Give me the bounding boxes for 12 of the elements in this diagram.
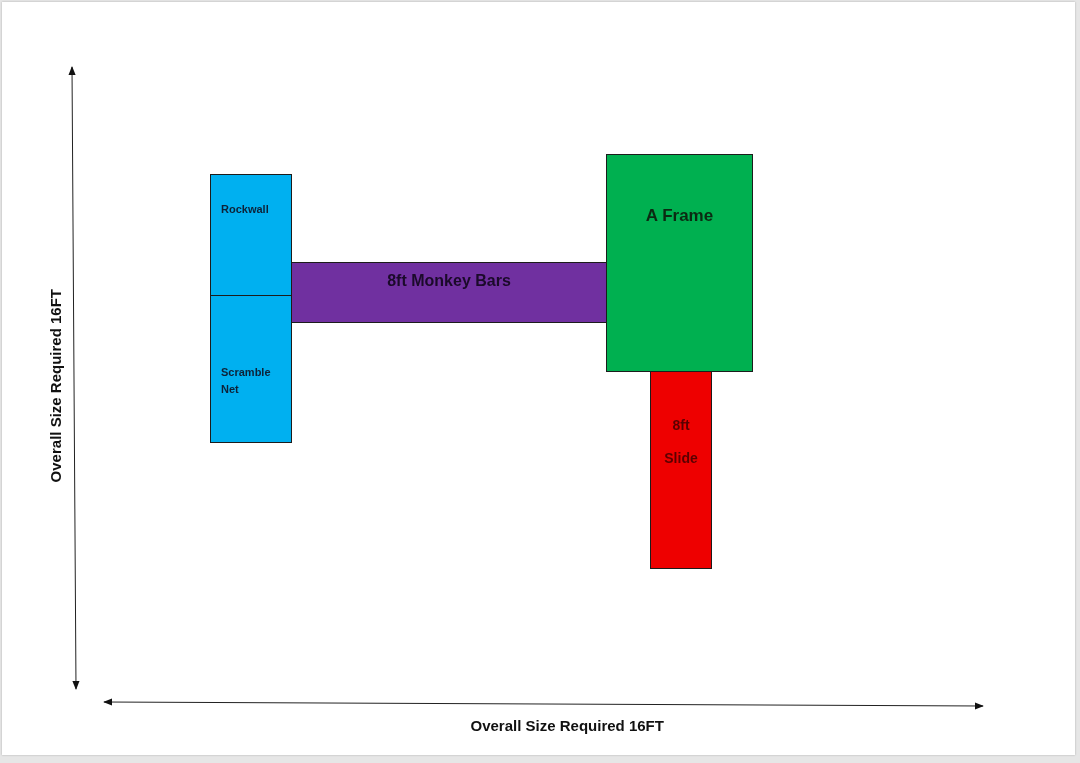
- equipment-block: [210, 295, 292, 443]
- block-label: A Frame: [645, 206, 714, 226]
- dimension-label: Overall Size Required 16FT: [470, 716, 664, 734]
- block-label: Scramble Net: [221, 365, 272, 397]
- block-label: Rockwall: [221, 202, 269, 217]
- equipment-block: [210, 174, 292, 296]
- equipment-block: [650, 371, 712, 569]
- dimension-label: Overall Size Required 16FT: [46, 288, 64, 482]
- block-label: 8ft Slide: [663, 416, 699, 468]
- equipment-block: [606, 154, 753, 372]
- block-label: 8ft Monkey Bars: [387, 271, 511, 291]
- equipment-block: [291, 262, 607, 323]
